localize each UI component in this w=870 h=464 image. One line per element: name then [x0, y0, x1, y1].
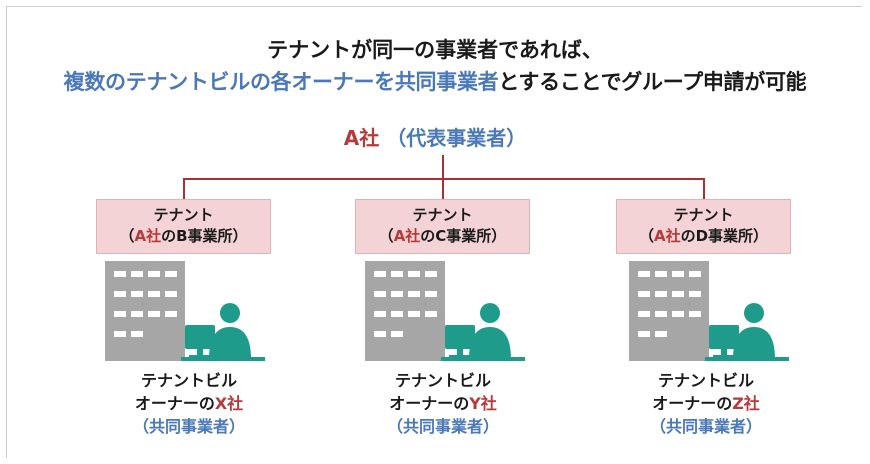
headline-text-1: テナントが同一の事業者であれば、 — [267, 38, 603, 62]
connector-horizontal — [183, 178, 705, 180]
owner-company: Y社 — [469, 394, 497, 413]
building-owner-icon — [629, 261, 789, 361]
owner-company: Z社 — [732, 394, 760, 413]
connector-right — [703, 178, 705, 200]
slide-frame — [6, 6, 862, 458]
tenant-office: のB事業所） — [161, 227, 248, 245]
owner-line2: オーナーのZ社 — [652, 394, 760, 413]
representative-label: A社 （代表事業者） — [0, 122, 870, 151]
tenant-box-b: テナント （A社のB事業所） — [96, 199, 271, 254]
owner-role: （共同事業者） — [132, 417, 245, 436]
headline-text-2: とすることでグループ申請が可能 — [498, 70, 807, 94]
connector-trunk — [442, 155, 444, 179]
tenant-box-d: テナント （A社のD事業所） — [616, 199, 791, 254]
owner-role: （共同事業者） — [649, 417, 762, 436]
headline-line-2: 複数のテナントビルの各オーナーを共同事業者とすることでグループ申請が可能 — [0, 66, 870, 96]
tenant-detail: （A社のD事業所） — [638, 227, 769, 245]
building-icon — [105, 261, 185, 361]
owner-line2: オーナーのY社 — [389, 394, 497, 413]
owner-line2: オーナーのX社 — [134, 394, 244, 413]
owner-role: （共同事業者） — [386, 417, 499, 436]
tenant-company: A社 — [393, 227, 421, 245]
owner-line1: テナントビル — [394, 371, 491, 390]
headline-line-1: テナントが同一の事業者であれば、 — [0, 34, 870, 64]
owner-line1: テナントビル — [140, 371, 237, 390]
representative-role: （代表事業者） — [386, 126, 527, 150]
connector-center — [442, 178, 444, 200]
building-icon — [365, 261, 445, 361]
owner-company: X社 — [214, 394, 244, 413]
owner-label-z: テナントビル オーナーのZ社 （共同事業者） — [606, 369, 806, 438]
building-icon — [629, 261, 709, 361]
building-owner-icon — [365, 261, 525, 361]
owner-label-x: テナントビル オーナーのX社 （共同事業者） — [89, 369, 289, 438]
person-at-computer-icon — [705, 303, 789, 361]
headline-highlight: 複数のテナントビルの各オーナーを共同事業者 — [63, 70, 499, 94]
tenant-detail: （A社のB事業所） — [119, 227, 248, 245]
tenant-company: A社 — [134, 227, 162, 245]
person-at-computer-icon — [441, 303, 525, 361]
representative-company: A社 — [343, 126, 380, 150]
owner-line1: テナントビル — [657, 371, 754, 390]
tenant-detail: （A社のC事業所） — [378, 227, 507, 245]
connector-left — [183, 178, 185, 200]
person-at-computer-icon — [181, 303, 265, 361]
tenant-office: のD事業所） — [680, 227, 769, 245]
tenant-title: テナント — [412, 206, 473, 224]
tenant-title: テナント — [673, 206, 734, 224]
tenant-company: A社 — [653, 227, 681, 245]
tenant-title: テナント — [153, 206, 214, 224]
tenant-box-c: テナント （A社のC事業所） — [355, 199, 530, 254]
tenant-office: のC事業所） — [420, 227, 507, 245]
owner-label-y: テナントビル オーナーのY社 （共同事業者） — [343, 369, 543, 438]
building-owner-icon — [105, 261, 265, 361]
